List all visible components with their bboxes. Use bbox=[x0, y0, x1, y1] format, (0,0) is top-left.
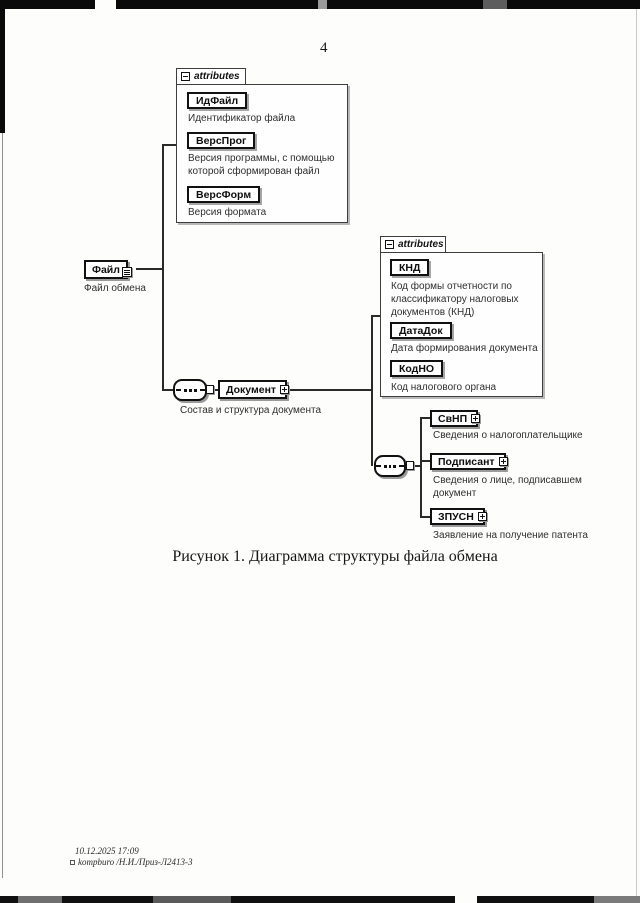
element-name: ЗПУСН bbox=[438, 510, 474, 523]
element-caption: Файл обмена bbox=[84, 283, 146, 294]
footer-note: kompburo /Н.И./Приз-Л2413-3 bbox=[78, 857, 193, 867]
element-box-document: Документ bbox=[218, 380, 290, 399]
collapse-grip-icon bbox=[121, 267, 132, 277]
expand-icon bbox=[471, 414, 481, 423]
attribute-button: ИдФайл bbox=[187, 92, 248, 109]
figure-caption: Рисунок 1. Диаграмма структуры файла обм… bbox=[172, 548, 498, 565]
scan-patch bbox=[455, 896, 477, 903]
element-caption: Заявление на получение патента bbox=[433, 530, 588, 541]
connector-line bbox=[162, 144, 177, 146]
element-box-podpisant: Подписант bbox=[430, 453, 508, 470]
element-name: Подписант bbox=[438, 455, 495, 468]
element-box-svnp: СвНП bbox=[430, 410, 481, 427]
attribute-caption: Версия программы, с помощью bbox=[188, 153, 335, 164]
scan-left-line bbox=[2, 133, 3, 878]
attribute-button: КНД bbox=[390, 259, 430, 276]
connector-line bbox=[413, 465, 421, 467]
connector-line bbox=[420, 417, 430, 419]
expand-icon bbox=[498, 457, 508, 466]
element-caption: Сведения о налогоплательщике bbox=[433, 430, 583, 441]
scan-patch bbox=[153, 896, 231, 903]
scan-right-line bbox=[636, 9, 637, 896]
scan-bottom-border bbox=[0, 896, 640, 903]
attribute-caption: Дата формирования документа bbox=[391, 343, 538, 354]
attribute-caption: Версия формата bbox=[188, 207, 267, 218]
expand-icon bbox=[280, 385, 290, 394]
element-caption: Состав и структура документа bbox=[180, 405, 322, 416]
checkbox-icon bbox=[70, 860, 75, 865]
expand-icon bbox=[477, 512, 487, 521]
scan-patch bbox=[594, 896, 640, 903]
attribute-caption: которой сформирован файл bbox=[188, 166, 320, 177]
collapse-icon bbox=[181, 72, 190, 81]
scan-left-border bbox=[0, 0, 5, 133]
scan-notch bbox=[95, 0, 116, 9]
attribute-caption: классификатору налоговых bbox=[391, 294, 519, 305]
footer: 10.12.2025 17:09 kompburo /Н.И./Приз-Л24… bbox=[70, 846, 193, 868]
attributes-tab: attributes bbox=[176, 68, 246, 85]
scan-notch bbox=[318, 0, 327, 9]
element-caption: документ bbox=[433, 488, 477, 499]
sequence-handle-icon bbox=[406, 461, 414, 470]
connector-line bbox=[420, 460, 430, 462]
sequence-icon bbox=[374, 455, 406, 477]
page-number: 4 bbox=[320, 40, 328, 56]
attribute-caption: документов (КНД) bbox=[391, 307, 475, 318]
attribute-caption: Код налогового органа bbox=[391, 382, 497, 393]
collapse-icon bbox=[385, 240, 394, 249]
attributes-tab: attributes bbox=[380, 236, 446, 253]
element-box-zpusn: ЗПУСН bbox=[430, 508, 487, 525]
scan-patch bbox=[18, 896, 62, 903]
element-name: Документ bbox=[226, 383, 277, 396]
attribute-button: ДатаДок bbox=[390, 322, 452, 339]
attribute-button: ВерсФорм bbox=[187, 186, 261, 203]
footer-datetime: 10.12.2025 17:09 bbox=[75, 846, 139, 856]
connector-line bbox=[420, 417, 422, 517]
attributes-label: attributes bbox=[398, 239, 444, 250]
element-caption: Сведения о лице, подписавшем bbox=[433, 475, 582, 486]
element-box-file: Файл bbox=[84, 260, 132, 279]
sequence-icon bbox=[173, 379, 207, 401]
element-name: Файл bbox=[92, 263, 120, 276]
scan-notch bbox=[483, 0, 507, 9]
connector-line bbox=[214, 389, 219, 391]
attribute-button: ВерсПрог bbox=[187, 132, 256, 149]
attribute-caption: Код формы отчетности по bbox=[391, 281, 512, 292]
sequence-handle-icon bbox=[206, 385, 214, 394]
connector-line bbox=[420, 516, 430, 518]
connector-line bbox=[371, 315, 382, 317]
connector-line bbox=[162, 144, 164, 390]
connector-line bbox=[136, 268, 163, 270]
connector-line bbox=[162, 389, 174, 391]
connector-line bbox=[286, 389, 372, 391]
attribute-button: КодНО bbox=[390, 360, 444, 377]
connector-line bbox=[371, 315, 373, 466]
element-name: СвНП bbox=[438, 412, 468, 425]
attribute-caption: Идентификатор файла bbox=[188, 113, 296, 124]
attributes-label: attributes bbox=[194, 71, 240, 82]
